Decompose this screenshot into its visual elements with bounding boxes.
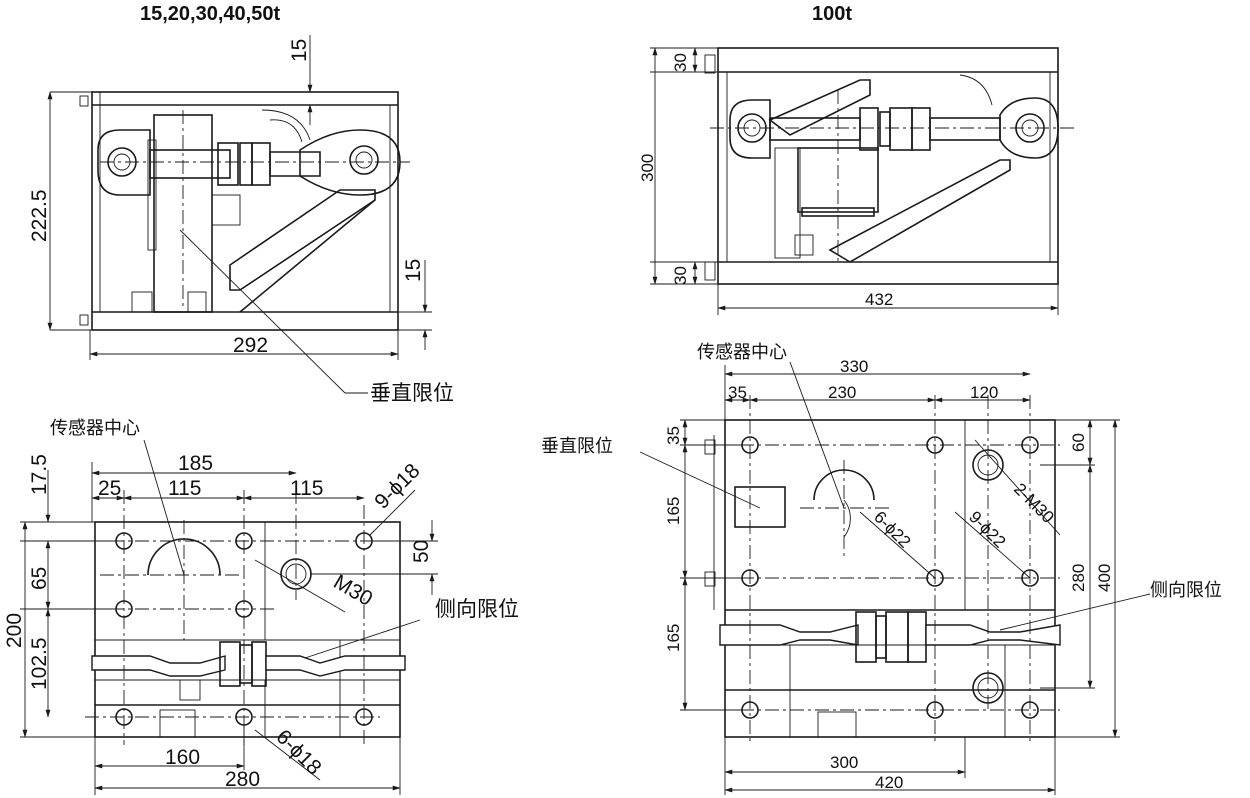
label-sensor-center-right: 传感器中心 xyxy=(697,342,787,363)
dim-160: 160 xyxy=(165,746,200,769)
holes-9-phi22: 9-ϕ22 xyxy=(965,507,1009,551)
thread-m30: M30 xyxy=(330,570,377,610)
dim-17-5: 17.5 xyxy=(28,454,51,495)
dim-420: 420 xyxy=(875,773,903,792)
holes-6-phi22: 6-ϕ22 xyxy=(870,507,914,551)
left-front-view xyxy=(47,35,432,394)
dim-280-right: 280 xyxy=(1069,564,1088,592)
dim-200: 200 xyxy=(3,613,26,648)
dim-300: 300 xyxy=(830,753,858,772)
right-front-view xyxy=(650,47,1075,315)
label-vertical-limit-right: 垂直限位 xyxy=(541,436,613,457)
dim-102-5: 102.5 xyxy=(28,637,51,690)
dim-bottom-15: 15 xyxy=(402,259,425,282)
dim-35a: 35 xyxy=(728,383,747,402)
dim-25: 25 xyxy=(98,477,121,500)
holes-9-phi18: 9-ϕ18 xyxy=(370,459,424,513)
dim-115b: 115 xyxy=(290,477,323,500)
holes-6-phi18: 6-ϕ18 xyxy=(271,725,325,779)
label-lateral-limit-left: 侧向限位 xyxy=(435,597,519,621)
label-vertical-limit-left: 垂直限位 xyxy=(370,381,454,405)
dim-65: 65 xyxy=(28,567,51,590)
dim-280-left: 280 xyxy=(225,768,260,791)
dim-bottom-30: 30 xyxy=(671,266,690,285)
right-plan-view xyxy=(639,361,1151,795)
dim-35b: 35 xyxy=(664,426,683,445)
dim-top-30: 30 xyxy=(671,53,690,72)
title-right: 100t xyxy=(812,3,852,25)
dim-120: 120 xyxy=(970,383,998,402)
dim-width-432: 432 xyxy=(865,290,893,309)
dim-230: 230 xyxy=(828,383,856,402)
dim-height-300: 300 xyxy=(638,154,657,182)
dim-165a: 165 xyxy=(664,497,683,525)
dim-height-222-5: 222.5 xyxy=(28,189,51,242)
title-left: 15,20,30,40,50t xyxy=(140,3,280,25)
thread-2m30: 2-M30 xyxy=(1010,479,1058,527)
dim-50: 50 xyxy=(410,540,433,563)
dim-330: 330 xyxy=(840,357,868,376)
dim-top-15: 15 xyxy=(288,39,311,62)
dim-165b: 165 xyxy=(664,624,683,652)
dim-width-292: 292 xyxy=(233,334,268,357)
dim-60: 60 xyxy=(1069,433,1088,452)
label-lateral-limit-right: 侧向限位 xyxy=(1150,580,1222,601)
label-sensor-center-left: 传感器中心 xyxy=(50,418,140,439)
dim-115a: 115 xyxy=(168,477,201,500)
dim-185: 185 xyxy=(178,452,213,475)
left-plan-view xyxy=(20,439,438,795)
dim-400: 400 xyxy=(1095,564,1114,592)
